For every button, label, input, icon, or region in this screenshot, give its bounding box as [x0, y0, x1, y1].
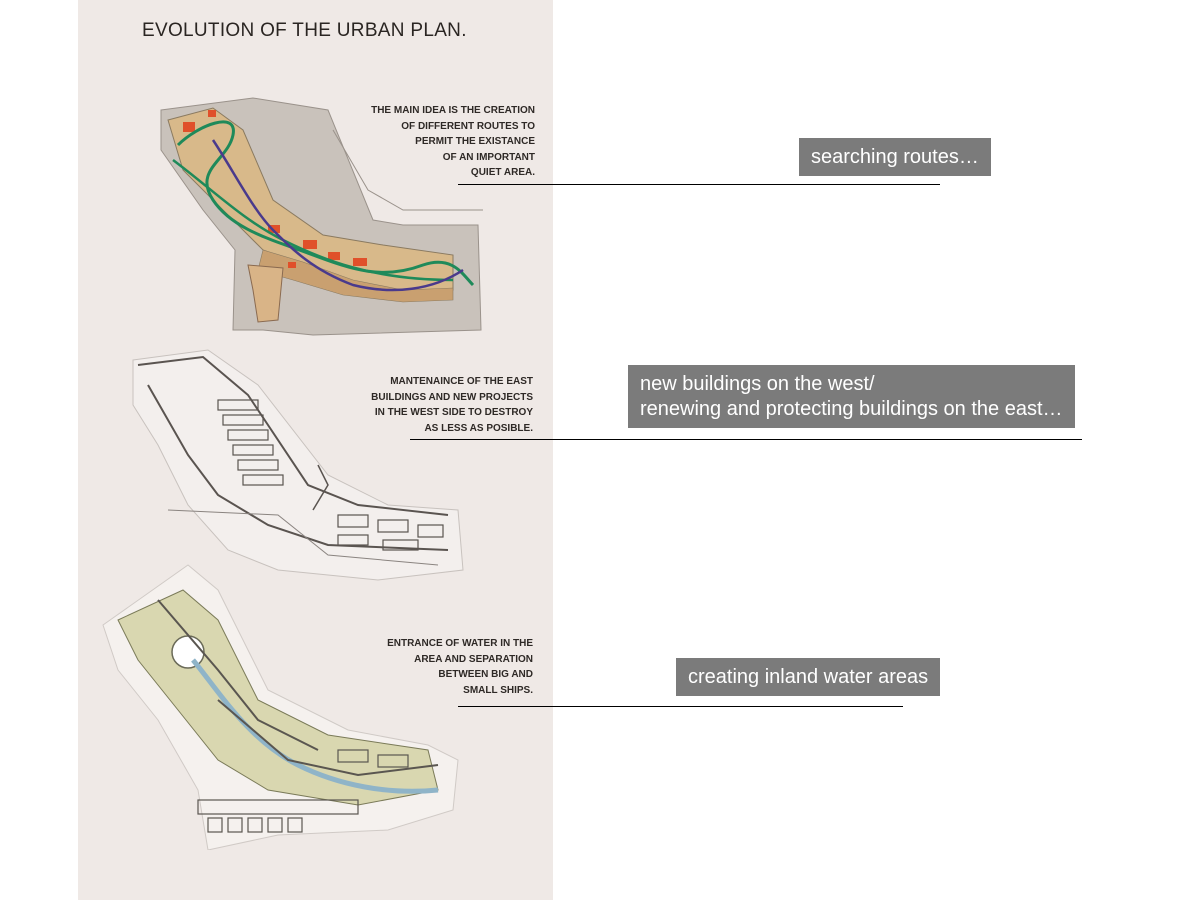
annotation-buildings: new buildings on the west/ renewing and … [628, 365, 1075, 428]
annotation-searching-routes: searching routes… [799, 138, 991, 176]
caption-line: QUIET AREA. [470, 167, 535, 178]
caption-line: BUILDINGS AND NEW PROJECTS [371, 391, 533, 403]
caption-line: AS LESS AS POSIBLE. [424, 422, 533, 434]
caption-line: BETWEEN BIG AND [438, 669, 533, 680]
route-plan-sketch [160, 97, 483, 336]
annotation-line: searching routes… [811, 146, 979, 168]
poster-title: EVOLUTION OF THE URBAN PLAN. [142, 20, 467, 41]
pointer-line-buildings [410, 439, 1082, 440]
caption-line: OF AN IMPORTANT [442, 151, 535, 163]
pointer-line-routes [458, 184, 940, 185]
caption-line: OF DIFFERENT ROUTES TO [401, 120, 535, 132]
caption-buildings: MANTENAINCE OF THE EAST BUILDINGS AND NE… [371, 374, 533, 436]
buildings-sketch [132, 349, 464, 581]
annotation-line: new buildings on the west/ [640, 373, 875, 395]
caption-routes: THE MAIN IDEA IS THE CREATION OF DIFFERE… [371, 103, 535, 181]
caption-line: PERMIT THE EXISTANCE [415, 136, 535, 147]
caption-line: AREA AND SEPARATION [414, 653, 533, 665]
annotation-line: renewing and protecting buildings on the… [640, 398, 1063, 420]
caption-line: THE MAIN IDEA IS THE CREATION [371, 105, 535, 116]
caption-line: IN THE WEST SIDE TO DESTROY [374, 407, 533, 418]
caption-line: ENTRANCE OF WATER IN THE [387, 638, 533, 649]
annotation-line: creating inland water areas [688, 666, 929, 688]
caption-water: ENTRANCE OF WATER IN THE AREA AND SEPARA… [387, 636, 533, 698]
caption-line: MANTENAINCE OF THE EAST [390, 376, 533, 387]
caption-line: SMALL SHIPS. [463, 684, 533, 696]
annotation-water-areas: creating inland water areas [676, 658, 941, 696]
water-areas-sketch [102, 564, 459, 850]
pointer-line-water [458, 706, 903, 707]
urban-plan-poster: EVOLUTION OF THE URBAN PLAN. THE MAIN ID… [78, 0, 553, 900]
